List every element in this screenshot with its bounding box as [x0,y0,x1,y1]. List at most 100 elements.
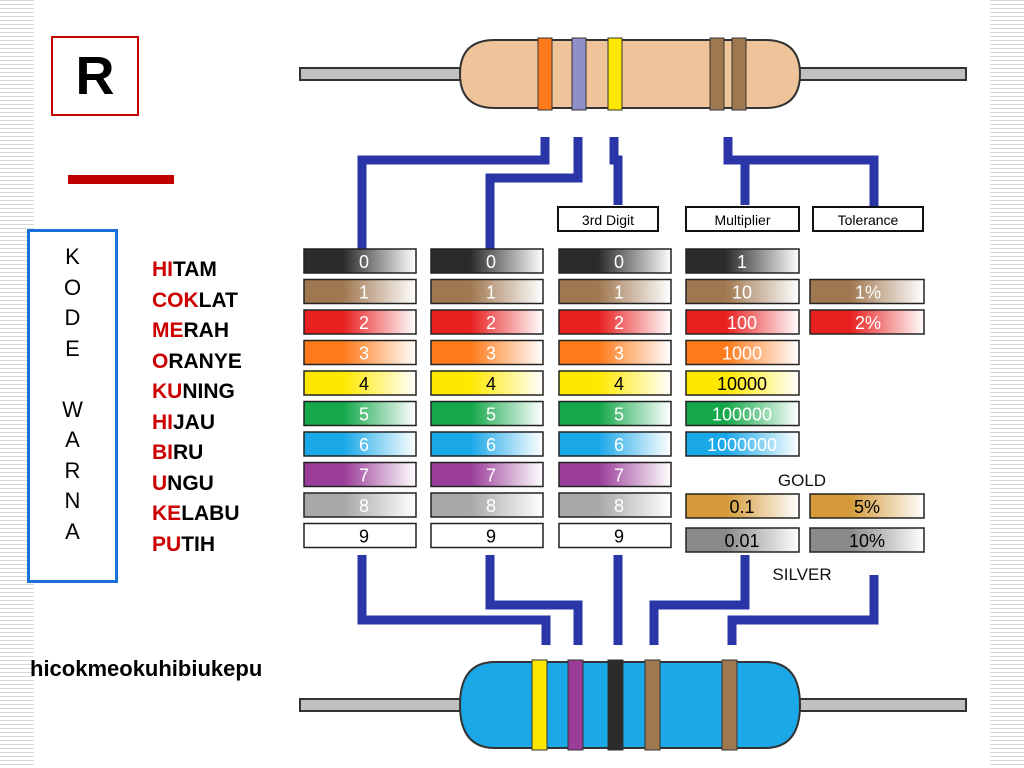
connector-line [357,555,551,645]
multiplier-cell [685,309,800,335]
resistor-band [731,37,747,111]
column-header-label: Tolerance [838,212,899,228]
resistor-body [458,661,802,749]
resistor-band [531,659,548,751]
color-name-item: ORANYE [152,347,242,378]
multiplier-label: 1 [737,252,747,272]
digit-label: 9 [359,527,369,547]
title-letter-box: R [51,36,139,116]
digit-cell [303,522,417,549]
accent-line [68,175,174,184]
digit-label: 4 [359,374,369,394]
digit-cell [430,248,544,274]
color-name-item: MERAH [152,316,242,347]
digit-label: 4 [614,374,624,394]
connector-line [485,555,583,645]
silver-tolerance-label: 10% [849,531,885,551]
digit-label: 2 [486,313,496,333]
digit-cell [430,492,544,518]
kode-warna-letter: D [64,305,81,330]
column-header-box [685,206,800,232]
kode-warna-letter: R [64,457,81,483]
digit-label: 7 [614,466,624,486]
title-letter: R [75,46,115,106]
color-name-item: UNGU [152,469,242,500]
digit-cell [558,370,672,396]
digit-cell [558,248,672,274]
digit-cell [430,522,544,549]
color-name-prefix: O [152,349,169,373]
resistor-body [458,39,802,109]
silver-multiplier-label: 0.01 [724,531,759,551]
digit-label: 1 [614,283,624,303]
connector-line [723,137,750,205]
color-name-rest: RANYE [168,349,242,373]
connector-line [727,575,879,645]
tolerance-cell [809,278,925,305]
digit-label: 3 [359,344,369,364]
digit-label: 4 [486,374,496,394]
digit-cell [303,278,417,305]
digit-cell [558,400,672,427]
kode-warna-letter: W [62,396,83,422]
digit-label: 8 [359,496,369,516]
resistor-band [721,659,738,751]
multiplier-label: 1000 [722,344,762,364]
digit-cell [303,309,417,335]
color-name-prefix: HI [152,410,173,434]
silver-multiplier-cell [685,527,800,553]
color-name-item: KUNING [152,377,242,408]
resistor-band [567,659,584,751]
color-name-prefix: ME [152,319,184,342]
kode-warna-letter: N [64,488,81,513]
digit-label: 6 [614,435,624,455]
digit-cell [303,248,417,274]
digit-label: 0 [359,252,369,272]
digit-label: 2 [614,313,624,333]
column-header-box [557,206,659,232]
color-name-prefix: BI [152,441,173,464]
color-name-rest: RAH [183,319,230,342]
kode-warna-letter: E [65,335,80,361]
multiplier-label: 10 [732,283,752,303]
digit-cell [558,278,672,305]
color-name-prefix: PU [152,532,182,556]
gold-multiplier-cell [685,493,800,519]
digit-cell [430,309,544,335]
silver-label: SILVER [772,565,831,584]
column-header-box [812,206,924,232]
tolerance-cell [809,309,925,335]
color-name-prefix: KU [152,380,183,403]
digit-cell [430,339,544,366]
color-name-item: HITAM [152,255,242,286]
digit-label: 1 [486,283,496,303]
digit-label: 3 [486,344,496,364]
digit-label: 3 [614,344,624,364]
digit-label: 6 [359,435,369,455]
connector-line [609,137,623,205]
multiplier-cell [685,278,800,305]
color-name-item: COKLAT [152,286,242,317]
kode-warna-letter: A [65,427,80,452]
digit-cell [558,309,672,335]
multiplier-cell [685,248,800,274]
digit-cell [430,278,544,305]
digit-cell [430,431,544,457]
digit-label: 6 [486,435,496,455]
color-name-prefix: U [152,471,168,495]
digit-cell [430,461,544,488]
digit-label: 8 [614,496,624,516]
kode-warna-letter: O [63,274,82,300]
digit-label: 1 [359,283,369,303]
digit-cell [558,461,672,488]
multiplier-label: 100000 [712,405,772,425]
connector-line [485,137,583,268]
multiplier-label: 1000000 [707,435,777,455]
column-header-label: 3rd Digit [582,212,634,228]
digit-label: 5 [359,405,369,425]
digit-cell [303,370,417,396]
digit-label: 9 [486,527,496,547]
resistor-band [709,37,725,111]
